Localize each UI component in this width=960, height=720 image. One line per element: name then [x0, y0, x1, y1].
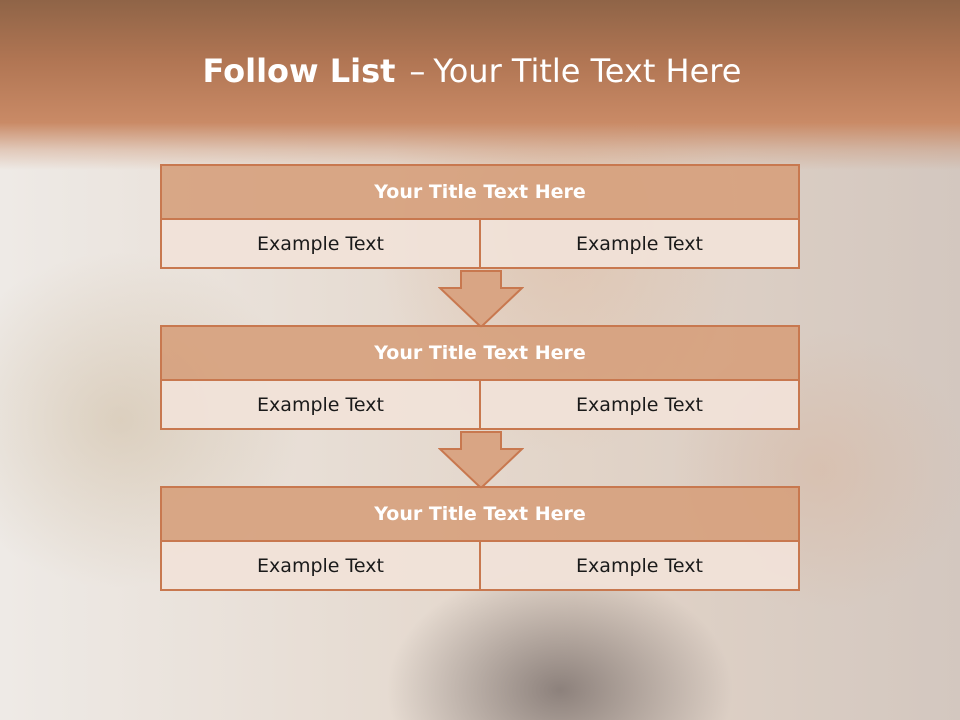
- block-3-title: Your Title Text Here: [160, 486, 800, 542]
- list-block-3: Your Title Text Here Example Text Exampl…: [160, 486, 800, 591]
- block-1-title: Your Title Text Here: [160, 164, 800, 220]
- down-arrow-icon: [438, 270, 524, 328]
- slide-title-rest: Your Title Text Here: [433, 52, 742, 90]
- list-block-2: Your Title Text Here Example Text Exampl…: [160, 325, 800, 430]
- block-2-left-text: Example Text: [160, 381, 481, 430]
- title-band: [0, 0, 960, 170]
- down-arrow-icon: [438, 431, 524, 489]
- list-block-1: Your Title Text Here Example Text Exampl…: [160, 164, 800, 269]
- block-2-right-text: Example Text: [481, 381, 800, 430]
- slide-title: Follow List–Your Title Text Here: [0, 52, 944, 90]
- slide-title-bold: Follow List: [202, 52, 396, 90]
- block-2-row: Example Text Example Text: [160, 381, 800, 430]
- block-1-left-text: Example Text: [160, 220, 481, 269]
- block-1-row: Example Text Example Text: [160, 220, 800, 269]
- block-3-left-text: Example Text: [160, 542, 481, 591]
- block-3-row: Example Text Example Text: [160, 542, 800, 591]
- slide-title-separator: –: [409, 52, 426, 90]
- block-3-right-text: Example Text: [481, 542, 800, 591]
- block-1-right-text: Example Text: [481, 220, 800, 269]
- block-2-title: Your Title Text Here: [160, 325, 800, 381]
